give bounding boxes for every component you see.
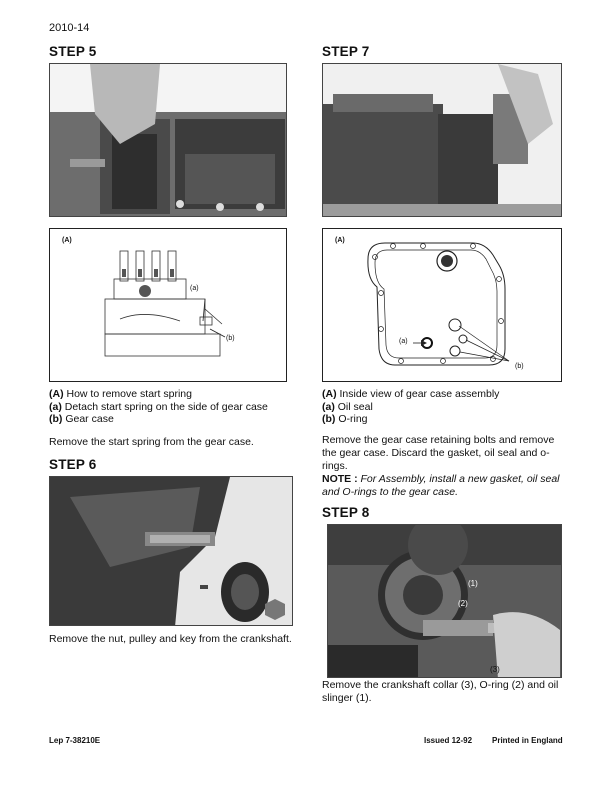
legend-item: (b) O-ring — [322, 413, 368, 425]
step5-instruction: Remove the start spring from the gear ca… — [49, 436, 254, 448]
step8-heading: STEP 8 — [322, 505, 370, 520]
step7-instruction: Remove the gear case retaining bolts and… — [322, 434, 555, 472]
step7-heading: STEP 7 — [322, 44, 370, 59]
step7-note: NOTE : For Assembly, install a new gaske… — [322, 473, 567, 499]
step6-photo — [49, 476, 293, 626]
diagram-tag: (A) — [335, 237, 345, 244]
footer-printed: Printed in England — [492, 736, 563, 745]
step7-photo — [322, 63, 562, 217]
legend-item: (a) Detach start spring on the side of g… — [49, 400, 268, 413]
note-text: For Assembly, install a new gasket, oil … — [322, 473, 560, 498]
step6-heading: STEP 6 — [49, 457, 97, 472]
callout-b: (b) — [515, 363, 524, 370]
callout-a: (a) — [399, 338, 408, 345]
note-label: NOTE : — [322, 473, 358, 485]
callout-1: (1) — [468, 579, 478, 588]
callout-b: (b) — [226, 335, 235, 342]
legend-item: (A) Inside view of gear case assembly — [322, 388, 500, 400]
legend-item: (A) How to remove start spring — [49, 388, 192, 400]
callout-3: (3) — [490, 665, 500, 674]
step8-instruction: Remove the crankshaft collar (3), O-ring… — [322, 679, 559, 704]
footer-doc-ref: Lep 7-38210E — [49, 736, 101, 745]
document-number: 2010-14 — [49, 22, 90, 34]
legend-item: (a) Oil seal — [322, 400, 373, 413]
callout-2: (2) — [458, 599, 468, 608]
legend-item: (b) Gear case — [49, 413, 114, 425]
step5-heading: STEP 5 — [49, 44, 97, 59]
step5-legend: (A) How to remove start spring (a) Detac… — [49, 388, 299, 426]
injection-pump-drawing — [104, 250, 226, 357]
step6-instruction: Remove the nut, pulley and key from the … — [49, 633, 292, 645]
callout-a: (a) — [190, 285, 199, 292]
step7-legend: (A) Inside view of gear case assembly (a… — [322, 388, 572, 426]
footer-issued: Issued 12-92 — [424, 736, 473, 745]
step7-diagram: (A) (a) (b) — [322, 228, 562, 382]
diagram-tag: (A) — [62, 237, 72, 244]
step8-photo: (1) (2) (3) — [327, 524, 562, 678]
gear-case-drawing — [367, 242, 510, 366]
step5-diagram: (A) (a) (b) — [49, 228, 287, 382]
step5-photo — [49, 63, 287, 217]
